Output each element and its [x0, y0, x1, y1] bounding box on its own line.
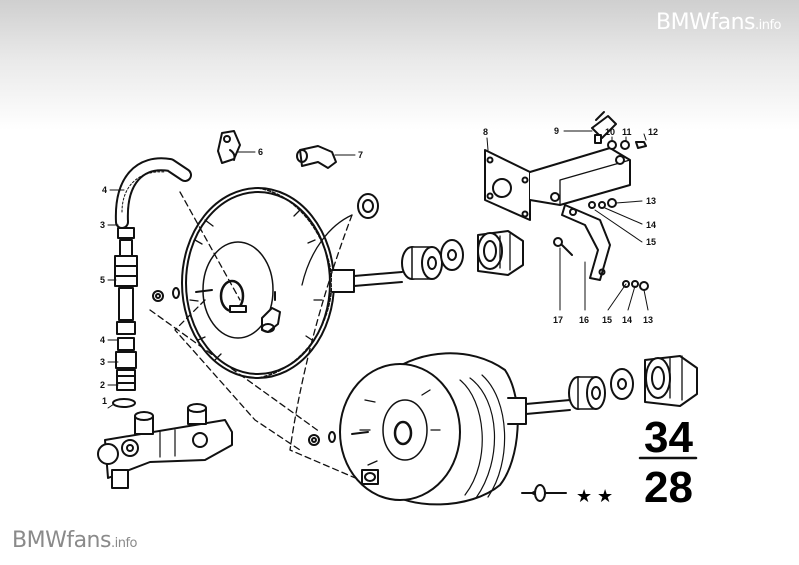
part-label: 11	[622, 127, 632, 137]
part-label: 6	[258, 147, 263, 157]
piston-parts-upper	[357, 193, 524, 280]
watermark-tld: .info	[754, 18, 782, 33]
header-gradient	[0, 0, 799, 130]
part-label: 9	[554, 126, 559, 136]
leader-lines	[107, 130, 649, 409]
part-label: 4	[102, 185, 107, 195]
lever-bracket	[553, 198, 649, 291]
part-label: 3	[100, 357, 105, 367]
part-label: 3	[100, 220, 105, 230]
watermark-top: BMWfans.info	[656, 10, 781, 35]
star-icon: ★	[576, 486, 592, 507]
tool-symbols	[521, 484, 567, 502]
part-label: 16	[579, 315, 589, 325]
part-label: 13	[646, 196, 656, 206]
nuts-upper	[152, 287, 213, 302]
check-valve-stack	[112, 227, 138, 408]
vacuum-hose	[114, 157, 192, 229]
part-label: 10	[605, 127, 615, 137]
fitting-parts	[591, 111, 647, 150]
part-label: 5	[100, 275, 105, 285]
group-number-top: 34	[644, 413, 693, 462]
part-label: 13	[643, 315, 653, 325]
part-label: 15	[646, 237, 656, 247]
piston-parts-lower	[568, 355, 698, 410]
part-label: 7	[358, 150, 363, 160]
part-label: 17	[553, 315, 563, 325]
part-label: 8	[483, 127, 488, 137]
elbow-part	[296, 145, 337, 169]
part-label: 4	[100, 335, 105, 345]
watermark-tld: .info	[110, 536, 138, 551]
clip-part	[217, 130, 241, 164]
watermark-bottom: BMWfans.info	[12, 528, 137, 553]
watermark-brand: BMWfans	[656, 10, 755, 35]
part-label: 14	[646, 220, 656, 230]
master-cylinder	[97, 403, 233, 489]
brake-booster-upper	[181, 187, 403, 379]
brake-booster-lower	[339, 352, 571, 506]
nuts-lower	[308, 431, 369, 446]
part-label: 14	[622, 315, 632, 325]
watermark-brand: BMWfans	[12, 528, 111, 553]
part-label: 1	[102, 396, 107, 406]
mounting-bracket	[484, 147, 631, 221]
star-icon: ★	[597, 486, 613, 507]
part-label: 12	[648, 127, 658, 137]
part-label: 2	[100, 380, 105, 390]
part-label: 15	[602, 315, 612, 325]
group-number-bottom: 28	[644, 463, 693, 512]
